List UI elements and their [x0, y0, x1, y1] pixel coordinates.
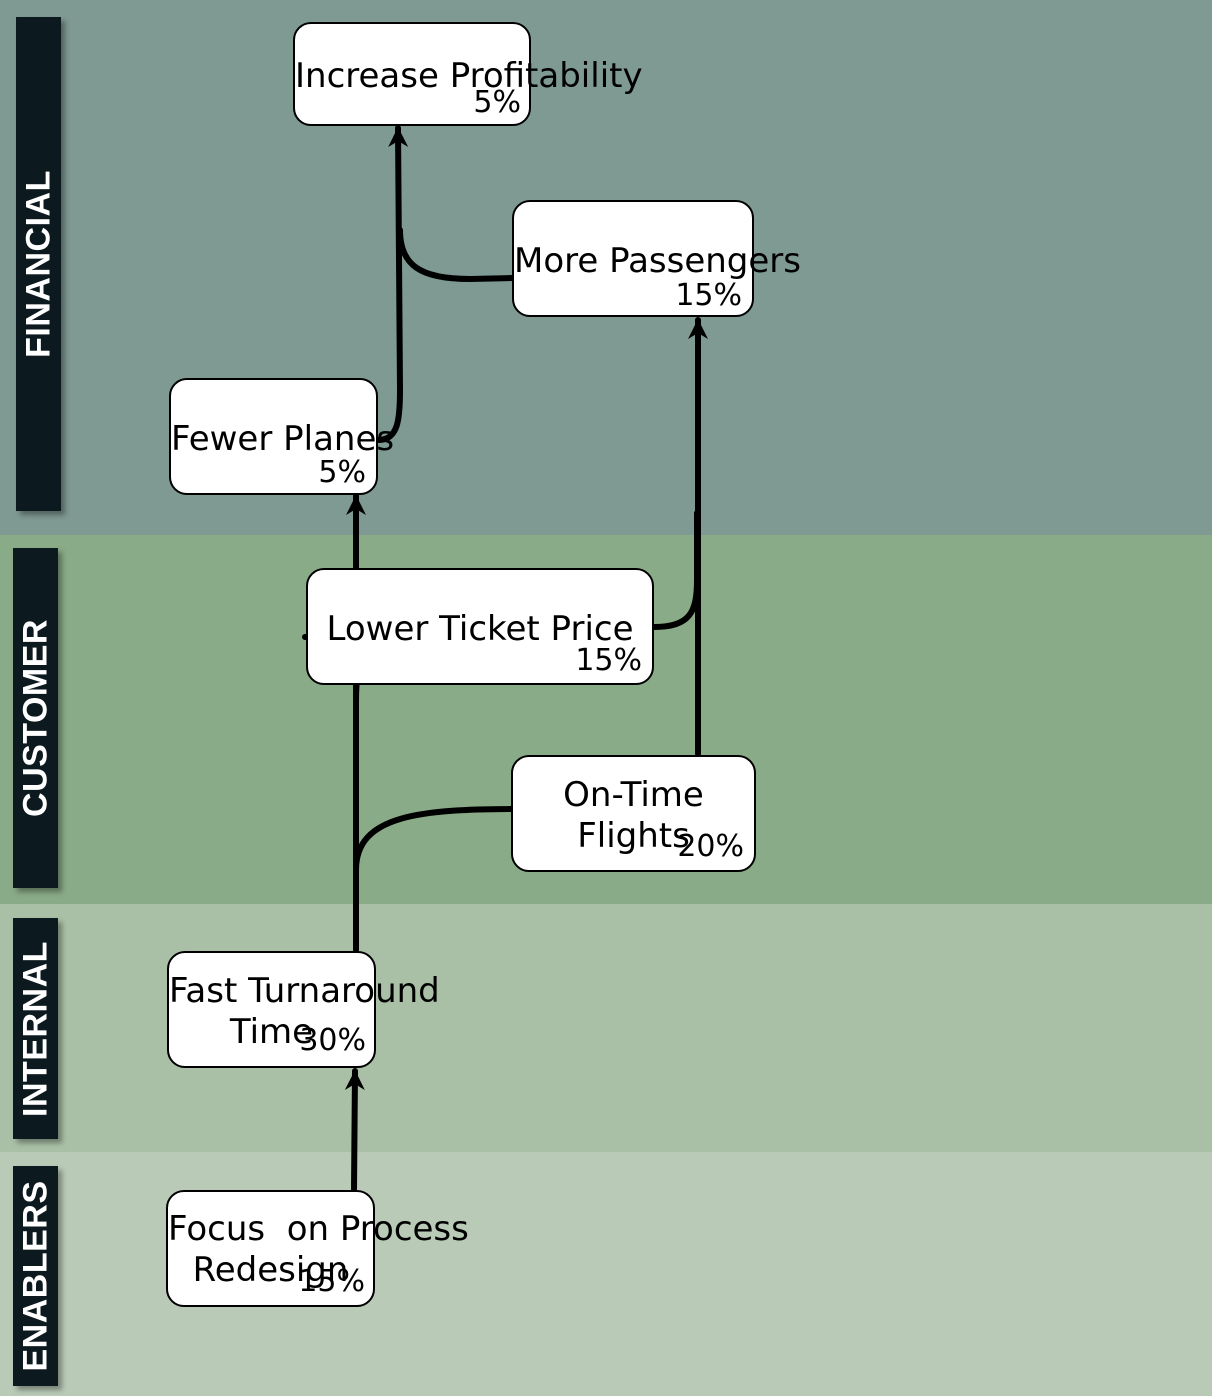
node-focus-on-process-redesign[interactable]: Focus on Process Redesign 15% [166, 1190, 469, 1307]
lane-tab-enablers: ENABLERS [13, 1166, 58, 1386]
connector-more-passengers-to-increase-profitability [397, 227, 515, 283]
node-weight: 20% [677, 829, 744, 864]
node-weight: 5% [473, 85, 521, 120]
node-increase-profitability[interactable]: Increase Profitability 5% [293, 22, 643, 126]
node-weight: 5% [318, 455, 366, 490]
lane-tab-customer: CUSTOMER [13, 548, 58, 888]
node-weight: 15% [575, 643, 642, 678]
node-label: Lower Ticket Price [326, 609, 634, 649]
node-on-time-flights[interactable]: On-Time Flights 20% [511, 755, 756, 872]
node-lower-ticket-price[interactable]: Lower Ticket Price 15% [306, 568, 654, 685]
node-label: More Passengers [514, 241, 801, 281]
node-label: Fewer Planes [171, 419, 395, 459]
arrow-fast-turnaround-to-on-time-flights [353, 799, 527, 873]
arrow-focus-to-fast-turnaround [344, 1068, 365, 1193]
lane-tab-internal: INTERNAL [13, 918, 58, 1139]
node-weight: 30% [299, 1023, 366, 1058]
node-fewer-planes[interactable]: Fewer Planes 5% [169, 378, 395, 495]
node-label: On-Time Flights [563, 775, 704, 856]
node-label: Increase Profitability [295, 56, 643, 96]
node-label: Fast Turnaround Time [169, 971, 440, 1052]
node-weight: 15% [298, 1264, 365, 1299]
arrow-fewer-planes-to-increase-profitability [375, 125, 409, 443]
node-more-passengers[interactable]: More Passengers 15% [512, 200, 801, 317]
connector-lower-ticket-price-to-more-passengers [651, 510, 700, 630]
node-label: Focus on Process Redesign [168, 1209, 469, 1290]
node-weight: 15% [675, 278, 742, 313]
lane-tab-financial: FINANCIAL [16, 17, 61, 511]
node-fast-turnaround-time[interactable]: Fast Turnaround Time 30% [167, 951, 440, 1068]
